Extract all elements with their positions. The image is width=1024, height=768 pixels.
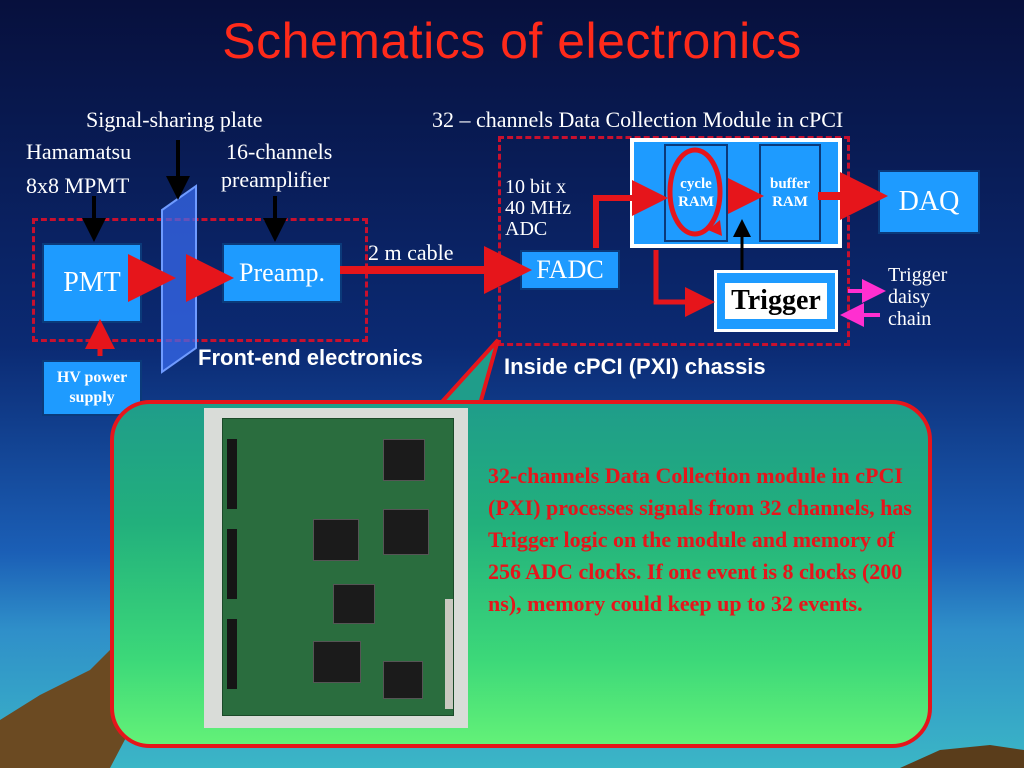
adc-spec-label: 10 bit x 40 MHz ADC — [505, 177, 571, 240]
cycle-loop-icon — [667, 147, 723, 237]
front-end-region — [32, 218, 368, 342]
fadc-block: FADC — [520, 250, 620, 290]
callout-description: 32-channels Data Collection module in cP… — [488, 463, 912, 616]
callout-pointer — [440, 338, 500, 406]
cycle-line2: RAM — [678, 194, 714, 210]
hamamatsu-label-2: 8x8 MPMT — [26, 173, 130, 198]
pcb-edge-connector — [445, 599, 453, 709]
inside-chassis-label: Inside cPCI (PXI) chassis — [504, 354, 766, 379]
chassis-region — [498, 136, 850, 346]
adc-spec-line3: ADC — [505, 218, 548, 240]
cycle-line1: cycle — [680, 176, 712, 192]
cable-label: 2 m cable — [368, 240, 454, 265]
dcm-header-label: 32 – channels Data Collection Module in … — [432, 107, 844, 132]
adc-spec-line2: 40 MHz — [505, 197, 572, 219]
adc-spec-line1: 10 bit x — [505, 176, 567, 198]
hv-line1: HV power — [56, 369, 128, 386]
diagram-arrows — [82, 140, 888, 356]
preamp-block: Preamp. — [222, 243, 342, 303]
buffer-line2: RAM — [772, 194, 808, 210]
pmt-block: PMT — [42, 243, 142, 323]
trigger-block: Trigger — [714, 270, 838, 332]
hv-line2: supply — [69, 389, 115, 406]
trigger-chain-line2: daisy — [888, 286, 931, 308]
front-end-label: Front-end electronics — [198, 345, 423, 370]
hv-power-supply-block: HV power supply — [42, 360, 142, 416]
preamp16-label-1: 16-channels — [226, 139, 333, 164]
preamp16-label-2: preamplifier — [221, 167, 330, 192]
pcb-chip-1 — [383, 439, 425, 481]
pcb-chip-6 — [383, 661, 423, 699]
slide-title: Schematics of electronics — [222, 13, 802, 69]
pcb-board — [222, 418, 454, 716]
pcb-chip-4 — [333, 584, 375, 624]
trigger-chain-line3: chain — [888, 308, 932, 330]
pcb-connector-3 — [227, 619, 237, 689]
trigger-chain-line1: Trigger — [888, 264, 948, 286]
buffer-line1: buffer — [770, 176, 810, 192]
pcb-photo — [204, 408, 468, 728]
signal-plate-label: Signal-sharing plate — [86, 107, 263, 132]
trigger-label: Trigger — [725, 283, 827, 319]
pcb-chip-5 — [313, 641, 361, 683]
daq-block: DAQ — [878, 170, 980, 234]
pcb-chip-2 — [313, 519, 359, 561]
pcb-chip-3 — [383, 509, 429, 555]
hamamatsu-label-1: Hamamatsu — [26, 139, 132, 164]
trigger-chain-label: Trigger daisy chain — [888, 264, 947, 330]
pcb-connector-2 — [227, 529, 237, 599]
pcb-connector-1 — [227, 439, 237, 509]
